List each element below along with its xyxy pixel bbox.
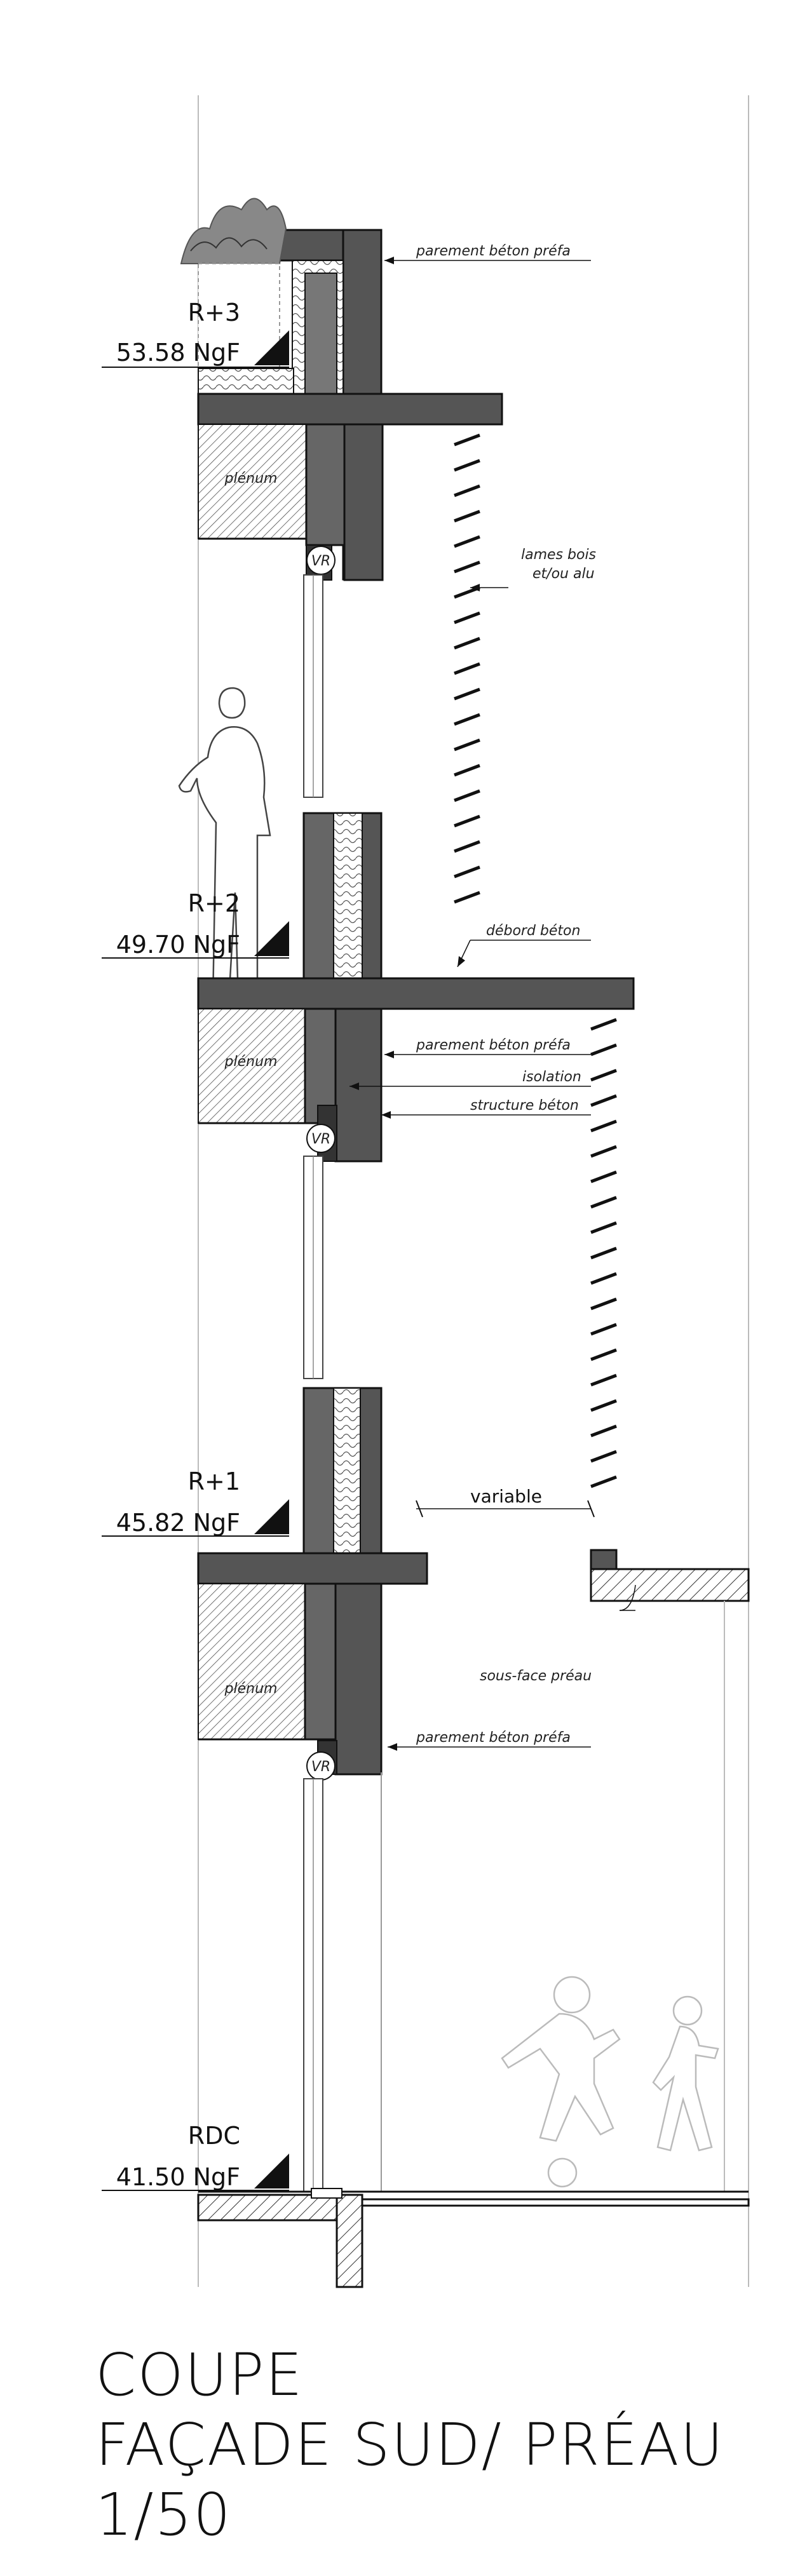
label-parement-r1: parement béton préfa: [416, 1730, 571, 1746]
label-variable: variable: [470, 1486, 542, 1507]
svg-text:R+2: R+2: [188, 889, 240, 917]
plenum-r2: [198, 1008, 306, 1124]
slab-r2: [197, 977, 635, 1010]
svg-text:53.58 NgF: 53.58 NgF: [116, 339, 240, 367]
level-marker-r3: R+3 53.58 NgF: [102, 299, 289, 368]
roof-vegetation: [180, 198, 287, 264]
person-silhouette: [178, 687, 271, 1002]
louvers-r3: [454, 433, 480, 904]
level-marker-r1: R+1 45.82 NgF: [102, 1467, 289, 1537]
title-line-2: FAÇADE SUD/ PRÉAU: [95, 2410, 724, 2479]
plenum-label-r3: plénum: [224, 471, 278, 487]
slab-r3: [197, 393, 503, 426]
plenum-label-r1: plénum: [224, 1681, 278, 1697]
level-marker-rdc: RDC 41.50 NgF: [102, 2122, 289, 2191]
children-playing: [501, 1976, 719, 2188]
label-lames-2: et/ou alu: [532, 566, 595, 582]
label-parement-r3: parement béton préfa: [416, 243, 571, 259]
label-lames: lames bois: [521, 547, 596, 563]
level-marker-r2: R+2 49.70 NgF: [102, 889, 289, 959]
label-sous-face: sous-face préau: [480, 1668, 592, 1684]
vr-label-r1: VR: [311, 1759, 330, 1775]
title-line-1: COUPE: [95, 2341, 304, 2409]
svg-text:49.70 NgF: 49.70 NgF: [116, 931, 240, 959]
svg-text:R+1: R+1: [188, 1467, 240, 1495]
svg-text:41.50 NgF: 41.50 NgF: [116, 2163, 240, 2191]
label-parement-r2: parement béton préfa: [416, 1037, 571, 1053]
plenum-r1: [198, 1583, 306, 1740]
vr-label-r3: VR: [311, 553, 330, 569]
svg-text:45.82 NgF: 45.82 NgF: [116, 1509, 240, 1537]
louvers-r2: [590, 1018, 617, 1488]
label-isolation: isolation: [522, 1069, 581, 1085]
slab-insulation-r3: [198, 368, 294, 394]
svg-text:RDC: RDC: [188, 2122, 240, 2150]
vr-box-r2: [306, 1124, 336, 1153]
label-structure: structure béton: [470, 1098, 579, 1114]
label-debord: débord béton: [486, 923, 580, 939]
title-line-3: 1/50: [95, 2481, 232, 2549]
slab-r1: [197, 1552, 428, 1585]
ground-slab: [197, 2188, 750, 2288]
vr-label-r2: VR: [311, 1131, 330, 1147]
plenum-label-r2: plénum: [224, 1054, 278, 1070]
preau-canopy: [590, 1549, 750, 2192]
svg-text:R+3: R+3: [188, 299, 240, 327]
